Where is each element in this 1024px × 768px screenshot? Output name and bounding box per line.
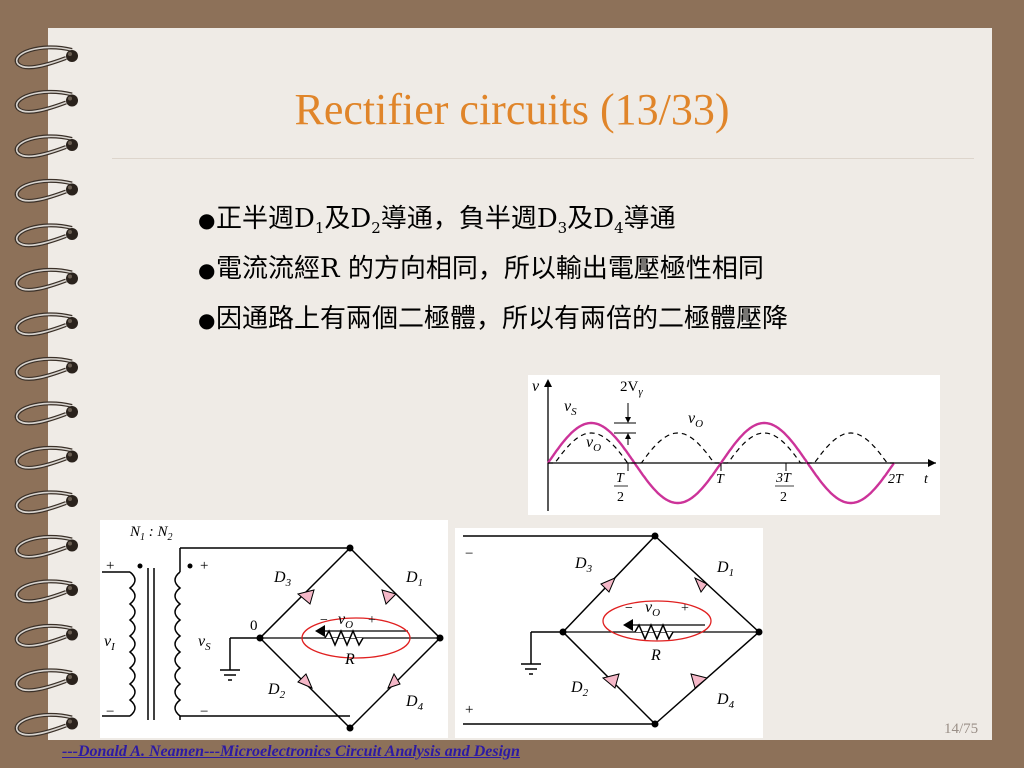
axis-t-label: t — [924, 472, 929, 487]
d3-label: D3 — [273, 569, 292, 589]
binding-ring — [14, 223, 78, 248]
tick-label-t: T — [716, 472, 725, 487]
vo-plus: + — [681, 601, 689, 616]
vo-label-right: vO — [688, 410, 703, 430]
waveform-figure: v vS vO 2Vγ vO T 2 T 3T 2 2T t — [528, 375, 940, 515]
vo-label: vO — [645, 599, 660, 619]
binding-ring — [14, 312, 78, 337]
primary-minus: − — [106, 704, 114, 720]
vs-label: vS — [564, 398, 577, 418]
resistor-label: R — [650, 647, 661, 664]
vs-label: vS — [198, 633, 211, 653]
vo-minus: − — [320, 613, 328, 628]
bottom-plus: + — [465, 702, 473, 718]
node-zero-label: 0 — [250, 618, 258, 634]
secondary-minus: − — [200, 704, 208, 720]
bullet-dot-icon: ● — [198, 258, 216, 282]
vi-label: vI — [104, 633, 116, 653]
bullet-list: ●正半週D1及D2導通，負半週D3及D4導通 ●電流流經R 的方向相同，所以輸出… — [198, 194, 788, 344]
bullet-item-3: ●因通路上有兩個二極體，所以有兩倍的二極體壓降 — [198, 294, 788, 344]
secondary-plus: + — [200, 558, 208, 574]
two-vgamma-label: 2Vγ — [620, 379, 643, 398]
primary-plus: + — [106, 558, 114, 574]
d1-label: D1 — [716, 559, 734, 579]
spiral-binding — [14, 45, 78, 737]
vo-label-left: vO — [586, 434, 601, 454]
d3-label: D3 — [574, 555, 593, 575]
d4-label: D4 — [405, 693, 424, 713]
bridge-circuit-positive-half: N1 : N2 + − + − vI vS 0 — [100, 520, 467, 738]
d2-label: D2 — [267, 681, 286, 701]
binding-ring — [14, 89, 78, 114]
binding-ring — [14, 45, 78, 70]
tick-label-half-t-num: T — [616, 471, 625, 486]
binding-ring — [14, 668, 78, 693]
vo-plus: + — [368, 613, 376, 628]
d1-label: D1 — [405, 569, 423, 589]
bullet-item-1: ●正半週D1及D2導通，負半週D3及D4導通 — [198, 194, 788, 244]
binding-ring — [14, 490, 78, 515]
binding-ring — [14, 267, 78, 292]
abs-vs-label: |vS| — [446, 631, 448, 651]
tick-label-3half-t-num: 3T — [775, 471, 792, 486]
vo-minus: − — [625, 601, 633, 616]
bullet-dot-icon: ● — [198, 208, 216, 232]
page-number: 14/75 — [944, 721, 979, 737]
tick-label-2t: 2T — [888, 472, 904, 487]
tick-label-half-t-den: 2 — [617, 490, 624, 505]
bridge-circuit-negative-half: − + − vO + R D3 D1 D2 D4 — [455, 528, 763, 738]
binding-ring — [14, 356, 78, 381]
binding-ring — [14, 445, 78, 470]
footer-citation-link[interactable]: ---Donald A. Neamen---Microelectronics C… — [62, 743, 520, 760]
binding-ring — [14, 534, 78, 559]
binding-ring — [14, 178, 78, 203]
axis-v-label: v — [532, 378, 540, 395]
turns-ratio-label: N1 : N2 — [129, 524, 173, 543]
d2-label: D2 — [570, 679, 589, 699]
bullet-item-2: ●電流流經R 的方向相同，所以輸出電壓極性相同 — [198, 244, 788, 294]
slide-title: Rectifier circuits (13/33) — [294, 85, 730, 134]
binding-ring — [14, 712, 78, 737]
title-divider — [112, 158, 974, 159]
top-minus: − — [465, 546, 473, 562]
binding-ring — [14, 579, 78, 604]
binding-ring — [14, 401, 78, 426]
d4-label: D4 — [716, 691, 735, 711]
vo-label: vO — [338, 611, 353, 631]
binding-ring — [14, 134, 78, 159]
tick-label-3half-t-den: 2 — [780, 490, 787, 505]
resistor-label: R — [344, 651, 355, 668]
bullet-dot-icon: ● — [198, 308, 216, 332]
binding-ring — [14, 623, 78, 648]
